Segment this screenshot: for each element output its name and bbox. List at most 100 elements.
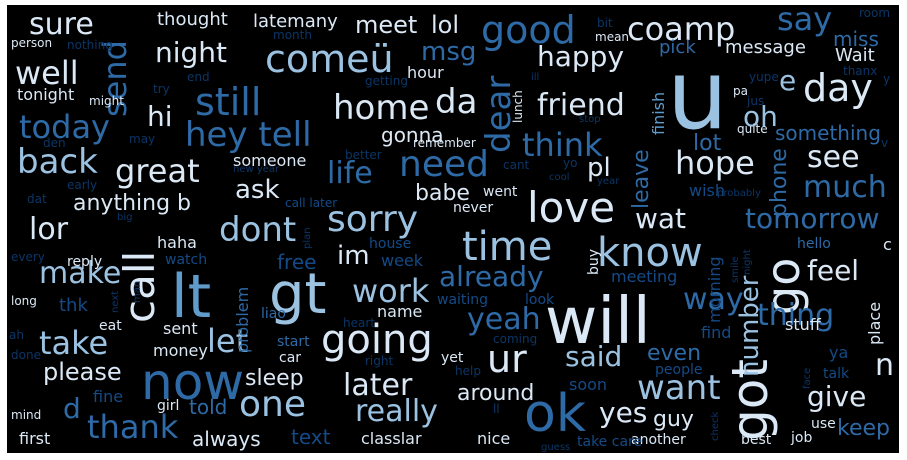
cloud-word: e [779,64,797,97]
cloud-word: another [631,432,686,448]
cloud-word: leave [629,149,654,209]
cloud-word: yeah [467,302,541,337]
cloud-word: reply [67,254,103,270]
cloud-word: year [597,176,620,187]
cloud-word: soon [569,375,608,394]
cloud-word: great [115,152,200,190]
cloud-word: yes [599,396,648,429]
cloud-word: lunch [511,90,525,123]
cloud-word: hey tell [185,115,312,155]
cloud-word: find [701,323,732,342]
cloud-word: hello [797,236,831,252]
cloud-word: way [683,282,744,317]
cloud-word: talk [823,366,850,382]
cloud-word: probably [717,188,761,199]
cloud-word: yet [441,350,464,366]
cloud-word: lot [693,131,722,156]
cloud-word: end [187,70,210,84]
cloud-word: lt [171,262,212,332]
cloud-word: thanx [843,64,878,78]
cloud-word: day [803,66,873,110]
cloud-word: good [481,8,576,52]
cloud-word: latemany [253,11,338,32]
cloud-word: long [11,294,37,308]
cloud-word: month [273,28,312,42]
cloud-word: thank [87,408,179,446]
cloud-word: best [741,432,772,448]
cloud-word: dat [27,192,47,206]
cloud-word: gonna [381,123,444,147]
cloud-word: ill [531,72,540,83]
cloud-word: around [457,381,535,406]
cloud-word: every [11,250,45,264]
cloud-word: room [859,6,891,20]
cloud-word: told [189,395,228,419]
cloud-word: morning [705,256,724,323]
cloud-word: v [881,136,889,150]
cloud-word: da [435,82,478,122]
cloud-word: sorry [327,199,419,240]
cloud-word: next [110,290,121,313]
cloud-word: stuff [785,315,821,334]
cloud-word: miss [833,27,879,51]
cloud-word: sleep [245,366,304,391]
cloud-word: happy [537,40,625,73]
cloud-word: den [43,136,66,150]
cloud-word: ask [235,175,280,205]
cloud-word: cool [549,172,570,183]
cloud-word: text [291,425,331,449]
cloud-word: went [483,184,518,200]
cloud-word: well [15,54,79,92]
cloud-word: always [192,427,261,451]
cloud-word: today [19,108,110,146]
cloud-word: mean [595,30,630,44]
cloud-word: anything b [73,191,191,216]
cloud-word: eat [99,318,122,334]
cloud-word: never [453,200,494,216]
cloud-word: car [279,350,302,366]
cloud-word: jus [747,94,765,108]
cloud-word: babe [415,181,470,206]
cloud-word: waiting [437,292,489,308]
cloud-word: see [807,140,860,175]
cloud-word: classlar [361,429,422,448]
cloud-word: coamp [627,10,736,48]
cloud-word: watch [165,252,208,268]
cloud-word: please [43,358,122,386]
cloud-word: cant [503,158,530,172]
cloud-word: will [545,285,651,359]
cloud-word: house [369,236,412,252]
cloud-word: lol [431,11,460,39]
cloud-word: lor [29,212,69,247]
cloud-word: wat [635,202,687,235]
cloud-word: guy [653,407,694,432]
cloud-word: something [775,121,881,145]
cloud-word: people [655,362,703,378]
cloud-word: comeü [265,37,394,81]
cloud-word: later [343,368,413,403]
cloud-word: pick [659,37,696,58]
cloud-word: plan [302,227,313,249]
cloud-word: week [381,251,424,270]
cloud-word: name [377,302,423,321]
cloud-word: better [345,148,382,162]
cloud-word: wish [689,181,726,200]
cloud-word: haha [157,233,197,252]
cloud-word: thought [157,9,228,30]
cloud-word: nice [477,429,511,448]
cloud-word: use [811,416,836,432]
cloud-word: really [355,394,438,429]
cloud-word: night [742,249,753,275]
cloud-word: im [337,241,370,271]
cloud-word: take [39,324,109,362]
cloud-word: night [155,36,228,69]
cloud-word: ll [493,402,500,416]
cloud-word: fine [93,387,124,406]
cloud-word: already [439,260,544,293]
cloud-word: even [647,341,702,366]
cloud-word: want [637,368,721,408]
cloud-word: try [153,82,170,96]
cloud-word: might [89,94,124,108]
cloud-word: Wait [835,45,875,66]
cloud-word: y [883,72,891,86]
